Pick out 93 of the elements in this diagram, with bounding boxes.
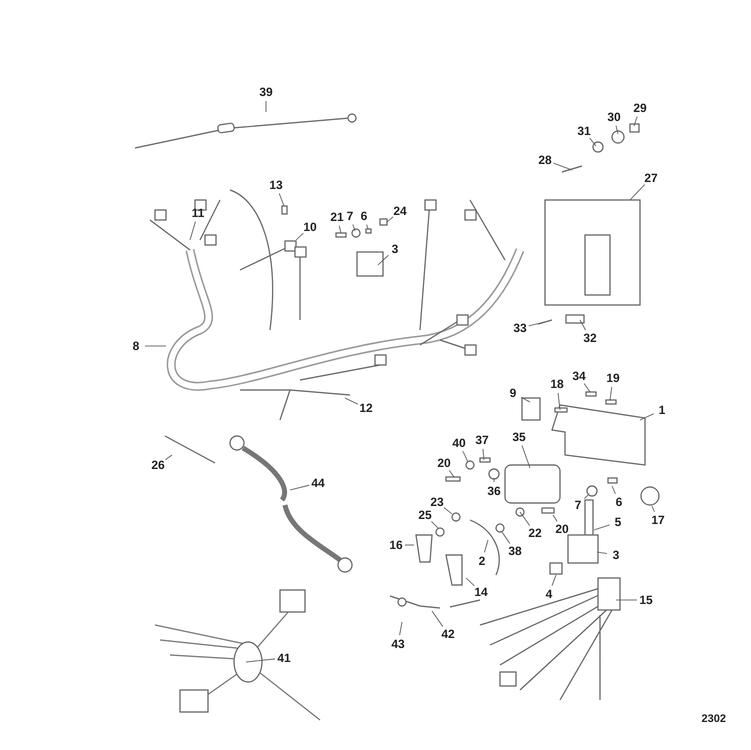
leader-line [378,254,389,266]
callout-number: 15 [639,593,653,607]
callout-number: 19 [606,371,620,385]
leader-line [246,658,276,662]
leader-line [164,454,172,460]
leader-line [630,184,646,200]
leader-line [558,392,560,410]
callout-number: 34 [572,369,586,383]
callout-number: 10 [303,220,317,234]
callout-number: 24 [393,204,407,218]
callout-number: 25 [418,508,432,522]
leader-line [616,125,618,134]
leader-line [190,221,196,240]
leader-line [640,413,654,420]
callout-number: 12 [359,401,373,415]
leader-line [652,506,655,512]
callout-number: 37 [475,433,489,447]
leader-line [552,514,558,522]
leader-line [296,232,304,240]
leader-line [386,216,394,222]
leader-line [448,470,454,478]
callout-number: 7 [346,209,354,223]
callout-number: 23 [430,495,444,509]
callout-number: 7 [574,498,582,512]
callout-number: 1 [658,403,666,417]
callout-number: 5 [614,515,622,529]
callout-number: 43 [391,637,405,651]
leader-line [366,224,368,230]
leader-line [520,512,530,526]
leader-line [553,162,572,170]
leader-line [466,578,475,586]
callout-number: 42 [441,627,455,641]
callout-number: 35 [512,430,526,444]
callout-number: 29 [633,101,647,115]
leader-line [344,398,358,405]
callout-number: 33 [513,321,527,335]
leader-line [430,520,438,528]
callout-number: 39 [259,85,273,99]
callout-number: 22 [528,526,542,540]
leader-line [399,622,402,636]
leader-line [482,448,484,460]
callout-number: 14 [474,585,488,599]
callout-number: 30 [607,110,621,124]
leader-line [522,445,530,468]
leader-line [589,138,596,146]
callout-number: 40 [452,436,466,450]
callout-number: 31 [577,124,591,138]
leader-line [502,532,510,544]
callout-number: 26 [151,458,165,472]
callout-number: 6 [360,209,368,223]
callout-number: 27 [644,171,658,185]
leader-line [290,484,310,490]
leader-line [444,507,452,514]
leader-line [584,494,588,500]
callout-number: 20 [555,522,569,536]
callout-number: 3 [612,548,620,562]
figure-number: 2302 [702,713,726,725]
leader-line [610,386,612,400]
callout-number: 6 [616,495,622,509]
leader-line [404,544,414,546]
callout-number: 4 [546,587,552,601]
leader-line [278,193,284,206]
leader-line [612,486,616,494]
leader-line [596,552,608,554]
leader-line [634,116,638,126]
callout-number: 3 [392,242,398,256]
callout-number: 28 [538,153,552,167]
callout-number: 17 [651,513,665,527]
callout-number: 9 [510,386,516,400]
leader-line [552,574,556,586]
leader-line [484,540,488,553]
callout-number: 44 [311,476,325,490]
leader-line [584,383,590,392]
leader-line [432,610,444,627]
callout-number: 38 [508,544,522,558]
callout-number: 36 [487,484,501,498]
callout-number: 16 [389,538,403,552]
leader-line [462,450,468,462]
leader-line [520,396,530,402]
callout-number: 11 [192,206,204,220]
callout-number: 32 [583,331,597,345]
callout-number: 21 [330,210,344,224]
leader-line [594,524,610,530]
callout-number: 2 [478,554,486,568]
leader-line [528,322,546,326]
callout-number: 13 [269,178,283,192]
leader-line [352,224,356,232]
leader-line [338,225,342,234]
callout-number: 20 [437,456,451,470]
callout-number: 41 [277,651,291,665]
callout-number: 8 [132,339,140,353]
callout-number: 18 [550,377,564,391]
leader-line [580,320,586,331]
